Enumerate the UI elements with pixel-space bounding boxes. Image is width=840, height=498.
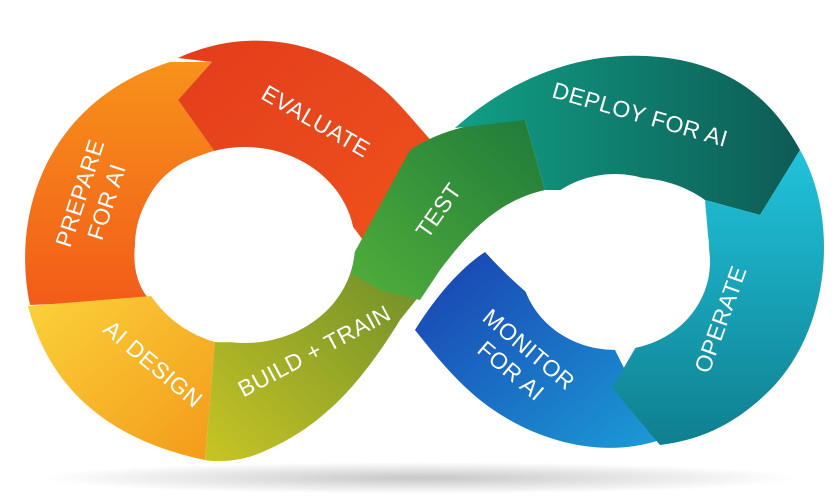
segment-build-train — [205, 265, 420, 462]
left-loop-hole — [135, 147, 355, 343]
segment-deploy — [455, 55, 800, 215]
segment-ai-design — [28, 296, 215, 460]
right-loop-hole — [520, 174, 710, 350]
ground-shadow — [40, 462, 800, 494]
segment-operate — [612, 150, 824, 445]
segment-prepare — [25, 62, 216, 305]
segment-test — [345, 120, 545, 300]
segment-monitor — [415, 252, 660, 448]
segment-evaluate — [178, 40, 440, 250]
